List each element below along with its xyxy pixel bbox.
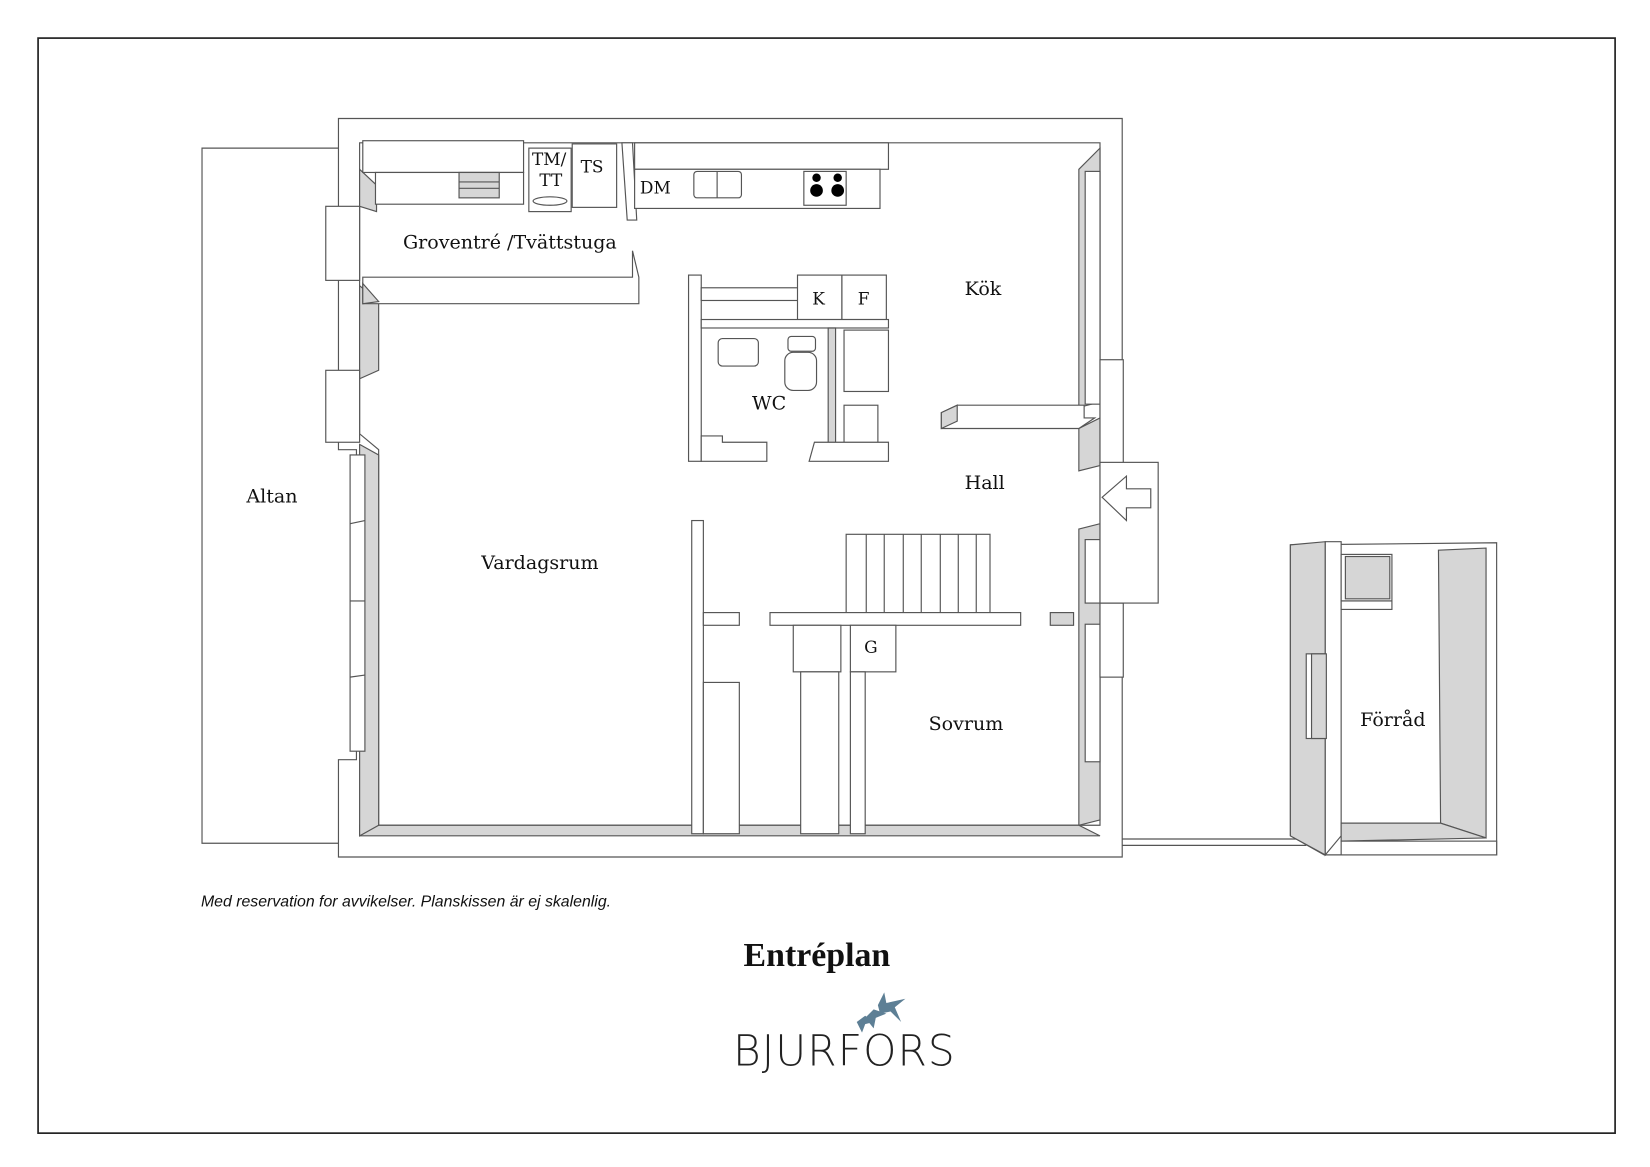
fixture-label-k: K (812, 289, 825, 309)
room-label-altan: Altan (245, 486, 297, 508)
room-label-vardagsrum: Vardagsrum (480, 552, 598, 574)
plan-title: Entréplan (744, 937, 891, 974)
house-walls (325, 117, 1124, 858)
connector (1122, 838, 1307, 846)
forrad-building (1289, 541, 1498, 857)
kitchen-counter (634, 142, 890, 210)
dryer (571, 143, 618, 208)
room-label-sovrum: Sovrum (929, 713, 1004, 735)
room-label-kok: Kök (965, 278, 1002, 300)
page-frame (37, 37, 1616, 1134)
room-label-wc: WC (752, 392, 786, 414)
interior-walls (691, 519, 1075, 835)
washing-machine (528, 147, 572, 213)
staircase (769, 533, 1022, 626)
fixture-label-f: F (858, 289, 870, 309)
fixture-label-ts: TS (581, 156, 604, 176)
entrance-arrow[interactable] (1099, 461, 1159, 604)
fixture-label-tm: TM/ (532, 149, 567, 169)
altan-deck (201, 147, 339, 844)
brand-logo: BJURFORS (733, 1026, 956, 1075)
toilet (784, 351, 818, 391)
kitchen-partition (940, 404, 1097, 430)
room-label-groventre: Groventré /Tvättstuga (403, 232, 617, 254)
fixture-label-g: G (864, 637, 878, 657)
room-label-forrad: Förråd (1360, 709, 1425, 731)
freezer (841, 274, 887, 321)
disclaimer-text: Med reservation for avvikelser. Planskis… (201, 894, 611, 911)
birds-logo-icon (856, 992, 906, 1033)
wc-block (687, 274, 890, 462)
wardrobe (849, 624, 897, 673)
wc-sink (717, 337, 759, 367)
laundry-counter (362, 140, 640, 305)
fixture-label-dm: DM (640, 178, 671, 198)
fixture-label-tt: TT (539, 170, 563, 190)
room-label-hall: Hall (965, 472, 1005, 494)
